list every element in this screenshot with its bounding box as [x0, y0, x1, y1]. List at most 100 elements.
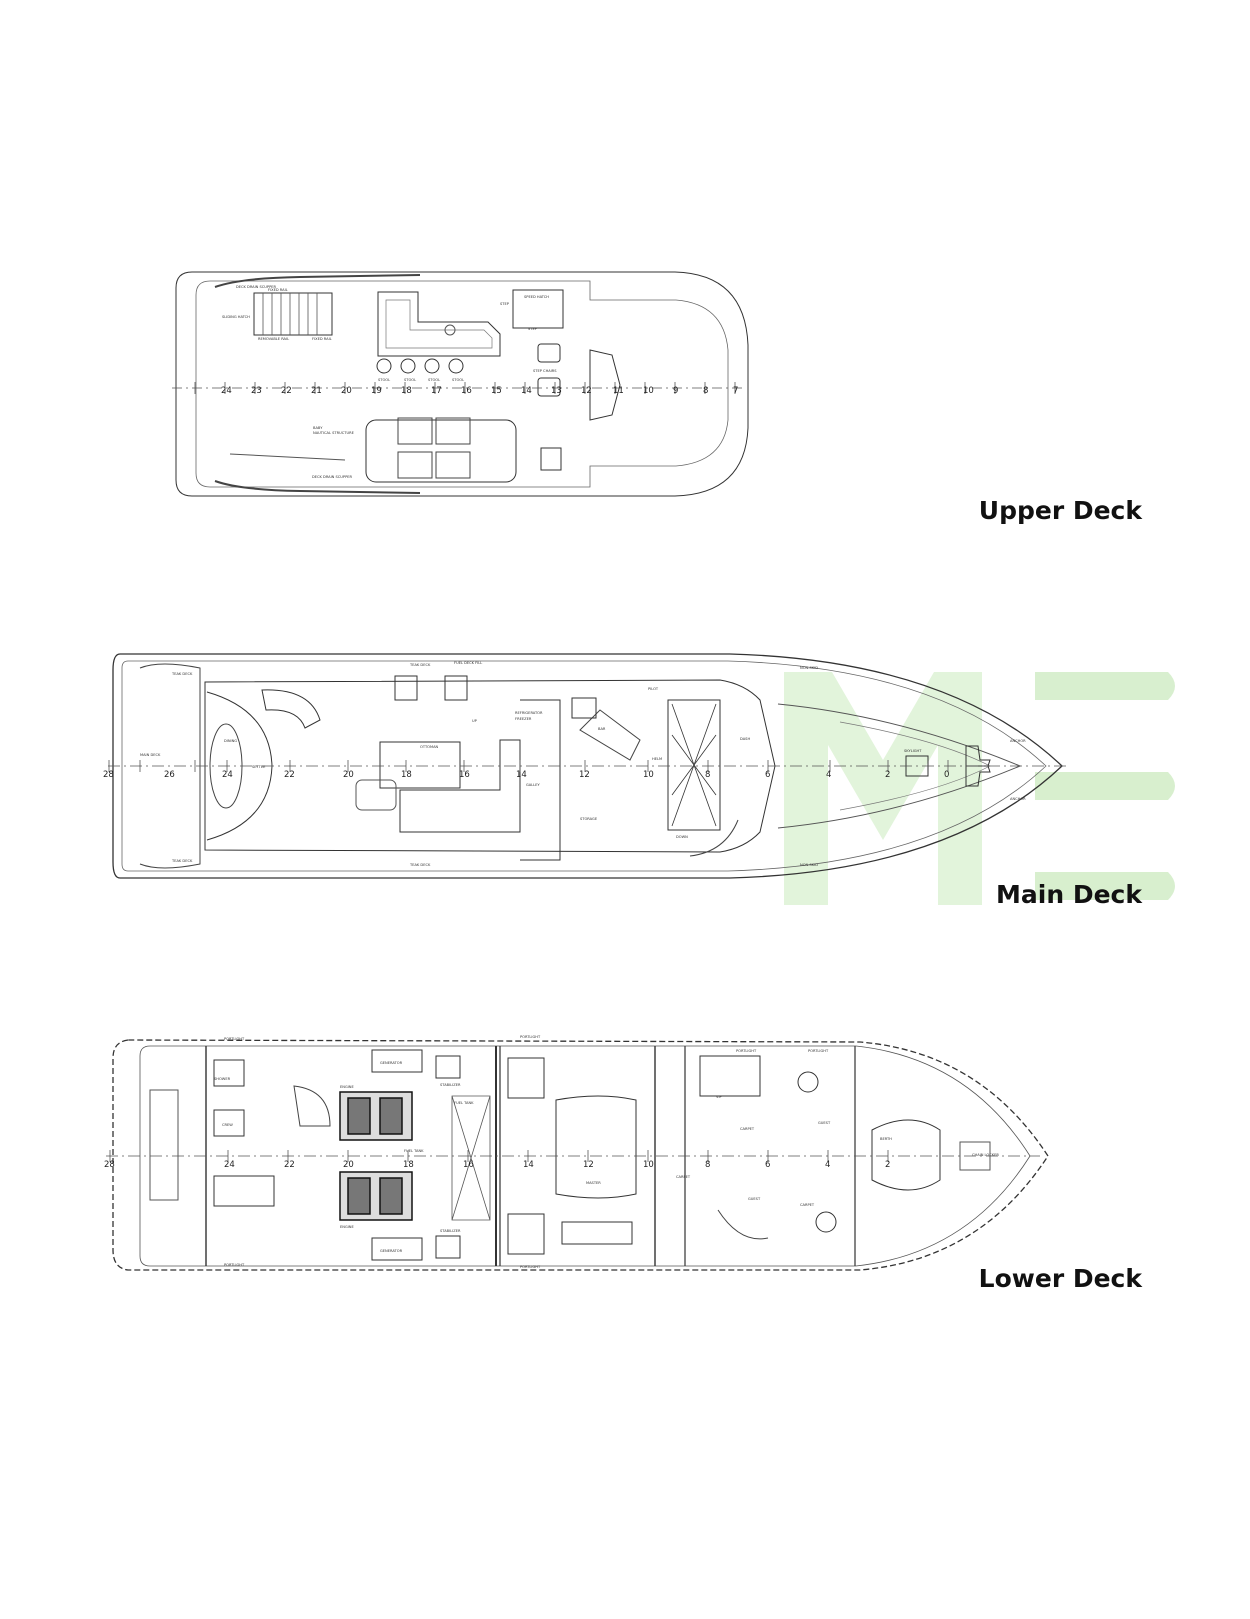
frame-label: 26 [164, 770, 175, 780]
plan-note: TEAK DECK [409, 863, 431, 867]
plan-note: CARPET [800, 1203, 815, 1207]
main-deck-dining-table [379, 741, 461, 789]
lower-deck-label: Lower Deck [978, 1264, 1142, 1293]
frame-label: 6 [765, 770, 770, 780]
main-deck-skylight-hatching [671, 703, 717, 827]
main-deck-superstructure [204, 679, 776, 853]
frame-label: 24 [221, 386, 232, 396]
upper-deck-outline [175, 271, 749, 497]
plan-note: HELM [652, 757, 662, 761]
main-deck-hull [112, 653, 1063, 879]
frame-label: 8 [705, 770, 710, 780]
upper-deck-stool-1 [376, 358, 392, 374]
plan-note: BABY [313, 426, 323, 430]
plan-note: STEP CHAIRS [533, 369, 557, 373]
frame-label: 0 [944, 770, 949, 780]
plan-note: FREEZER [515, 717, 532, 721]
upper-deck-stair-rail [229, 453, 346, 461]
main-deck-helm-stair [689, 819, 739, 857]
plan-note: PILOT [648, 687, 659, 691]
lower-deck-engine-2 [339, 1171, 413, 1221]
frame-label: 12 [583, 1160, 594, 1170]
plan-note: FIXED RAIL [268, 288, 288, 292]
upper-deck-bar-inner [385, 299, 493, 349]
frame-label: 16 [459, 770, 470, 780]
plan-note: SHOWER [214, 1077, 231, 1081]
plan-note: STORAGE [580, 817, 598, 821]
main-deck-hull-inner [121, 660, 1047, 872]
upper-deck-bulwark-bottom [214, 480, 421, 494]
upper-deck-speed-hatch [512, 289, 564, 329]
plan-note: SLIDING HATCH [222, 315, 250, 319]
lower-deck-master-head-1 [507, 1057, 545, 1099]
plan-note: REMOVABLE RAIL [258, 337, 289, 341]
frame-label: 9 [673, 386, 678, 396]
plan-note: BAR [598, 727, 606, 731]
frame-label: 28 [103, 770, 114, 780]
main-deck-galley-angled [579, 709, 641, 761]
frame-label: 4 [825, 1160, 830, 1170]
lower-deck-generator-1 [371, 1049, 423, 1073]
frame-label: 8 [705, 1160, 710, 1170]
frame-label: 10 [643, 1160, 654, 1170]
lower-deck-plan [106, 1039, 1049, 1271]
frame-label: 2 [885, 770, 890, 780]
lower-deck-guest-toilet [797, 1071, 819, 1093]
frame-label: 12 [581, 386, 592, 396]
plan-note: GENERATOR [380, 1061, 403, 1065]
plan-note: STABILIZER [440, 1083, 461, 1087]
plan-note: STOOL [452, 378, 464, 382]
lower-deck-stabilizer-2 [435, 1235, 461, 1259]
frame-label: 18 [401, 770, 412, 780]
plan-note: ANCHOR [1010, 739, 1026, 743]
frame-label: 18 [403, 1160, 414, 1170]
frame-label: 20 [343, 1160, 354, 1170]
frame-label: 14 [521, 386, 532, 396]
frame-label: 12 [579, 770, 590, 780]
plan-note: TEAK DECK [171, 672, 193, 676]
frame-label: 14 [523, 1160, 534, 1170]
frame-label: 18 [401, 386, 412, 396]
frame-label: 22 [284, 770, 295, 780]
plan-note: VIP [716, 1095, 723, 1099]
upper-deck-bulwark-top [214, 274, 421, 288]
lower-deck-master-bed [555, 1095, 637, 1199]
lower-deck-crew-bunk [213, 1175, 275, 1207]
plan-note: PORTLIGHT [224, 1263, 245, 1267]
main-deck-plan [108, 653, 1068, 879]
main-deck-frame-ticks [108, 760, 949, 772]
frame-label: 10 [643, 770, 654, 780]
plan-note: CHAIN LOCKER [972, 1153, 999, 1157]
plan-note: STEP [528, 327, 538, 331]
upper-deck-sliding-hatch [253, 292, 333, 336]
main-deck-label: Main Deck [996, 880, 1142, 909]
lower-deck-frame-ticks [109, 1150, 889, 1162]
plan-note: NON-SKID [800, 666, 818, 670]
watermark-logo [784, 672, 1175, 905]
lower-deck-crew-shower [213, 1059, 245, 1087]
lower-deck-hull-inner [139, 1045, 1031, 1267]
main-deck-fridge [394, 675, 418, 701]
frame-label: 22 [284, 1160, 295, 1170]
upper-deck-hatch-slats [262, 293, 318, 335]
plan-note: TEAK DECK [409, 663, 431, 667]
plan-note: FUEL TANK [404, 1149, 424, 1153]
frame-label: 15 [491, 386, 502, 396]
upper-deck-inner-rail [195, 280, 729, 488]
plan-note: ENGINE [340, 1225, 354, 1229]
frame-label: 7 [733, 386, 738, 396]
frame-label: 17 [431, 386, 442, 396]
upper-deck-stool-3 [424, 358, 440, 374]
frame-label: 14 [516, 770, 527, 780]
plan-note: NON-SKID [800, 863, 818, 867]
lower-deck-fuel-tank-cross [451, 1095, 491, 1221]
frame-label: 28 [104, 1160, 115, 1170]
frame-label: 19 [371, 386, 382, 396]
plan-note: PORTLIGHT [520, 1035, 541, 1039]
lower-deck-engine-1 [339, 1091, 413, 1141]
plan-note: STOOL [378, 378, 390, 382]
upper-deck-bar-counter [377, 291, 501, 357]
lower-deck-bow-berth [871, 1119, 941, 1191]
lower-deck-guest-head [699, 1055, 761, 1097]
lower-deck-crew-head [213, 1109, 245, 1137]
